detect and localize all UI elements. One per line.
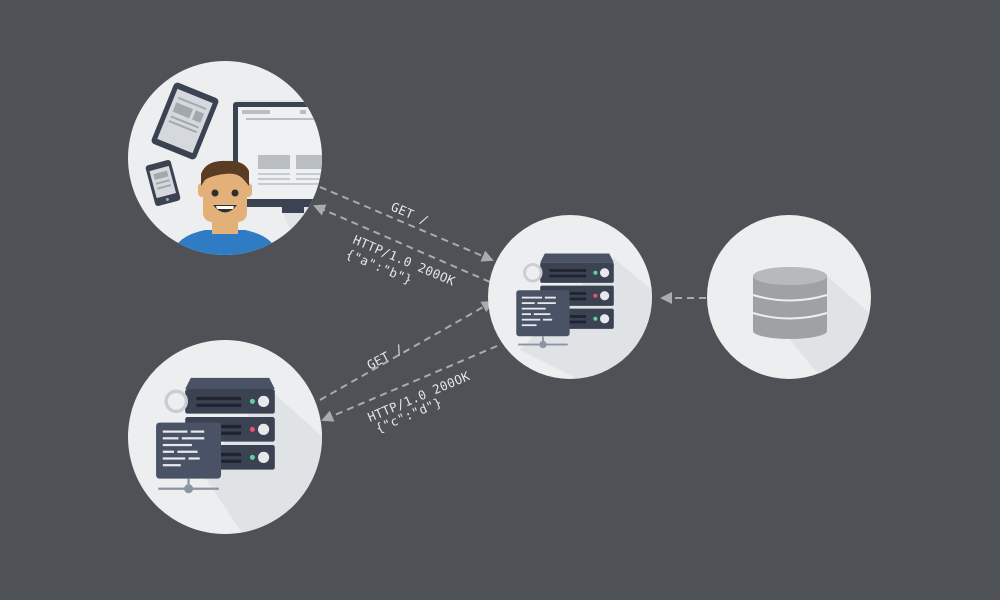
user-avatar-icon — [172, 160, 278, 255]
connector-backend-response: HTTP/1.0 200OK {"c":"d"} — [321, 345, 498, 436]
backend-server-node — [128, 340, 322, 534]
database-node — [707, 215, 871, 379]
connector-client-request: GET / — [319, 186, 494, 262]
phone-icon — [145, 160, 181, 206]
client-node — [128, 61, 322, 255]
proxy-server-node — [488, 215, 652, 379]
label-backend-request: GET / — [364, 341, 406, 373]
label-client-request: GET / — [389, 199, 431, 228]
database-icon — [752, 267, 828, 339]
tablet-icon — [151, 82, 219, 160]
monitor-icon — [233, 102, 322, 213]
